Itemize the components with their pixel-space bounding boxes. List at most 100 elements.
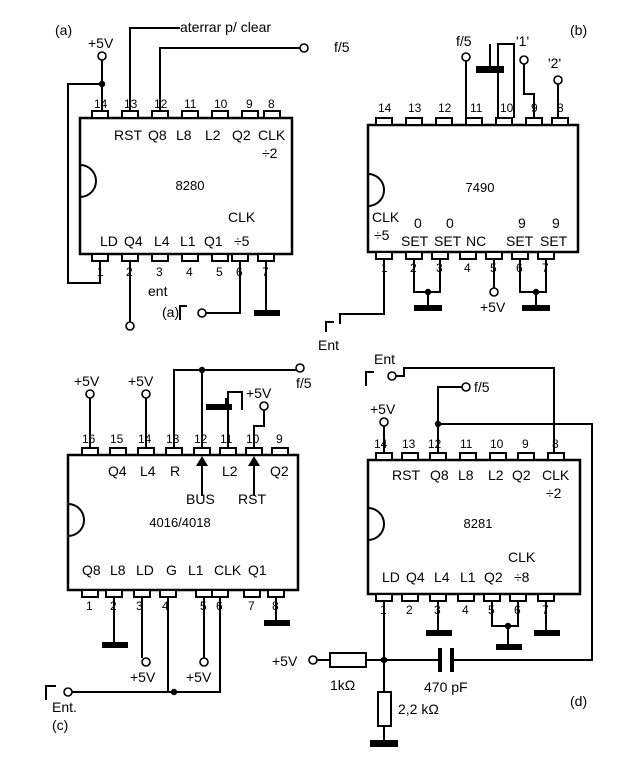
pin-function-sub: ÷2 xyxy=(262,145,278,161)
output-terminal xyxy=(461,382,471,392)
pin-function: L1 xyxy=(460,569,476,585)
pin-function: SET xyxy=(540,233,568,249)
chip-8281-name: 8281 xyxy=(464,516,493,531)
arrow-up-icon xyxy=(196,456,208,466)
pin-number: 14 xyxy=(378,101,392,115)
pin-function-sup: CLK xyxy=(508,549,536,565)
pin-function: Q2 xyxy=(484,569,503,585)
wire xyxy=(173,369,296,448)
pin-function: L1 xyxy=(188,562,204,578)
pin-number: 11 xyxy=(460,437,473,451)
output-label: f/5 xyxy=(474,379,490,395)
pin-number: 11 xyxy=(470,101,483,115)
pin-number: 7 xyxy=(248,599,255,613)
pin-function: NC xyxy=(466,233,486,249)
pin-number: 5 xyxy=(216,265,223,279)
panel-a-label: (a) xyxy=(55,22,72,38)
wire xyxy=(129,27,180,111)
pin-function-sup: 9 xyxy=(518,215,526,231)
chip-8281-body xyxy=(366,458,582,596)
pin-number: 12 xyxy=(438,101,452,115)
chip-4016-top-pads xyxy=(81,447,289,456)
pin-function: Q1 xyxy=(204,233,223,249)
pin-function: ÷8 xyxy=(514,569,530,585)
output-terminal xyxy=(299,43,309,53)
pin-function: L4 xyxy=(434,569,450,585)
chip-7490-notch xyxy=(367,173,385,207)
pin-function: G xyxy=(166,562,177,578)
pin-function: Q8 xyxy=(148,127,167,143)
vcc-label: +5V xyxy=(370,401,396,417)
input-mark: (a) xyxy=(162,304,179,320)
vcc-label: +5V xyxy=(186,669,212,685)
pin-function: L2 xyxy=(222,463,238,479)
pin-function: L4 xyxy=(140,463,156,479)
wire xyxy=(437,386,462,453)
vcc-label: +5V xyxy=(128,373,154,389)
panel-b-label: (b) xyxy=(570,22,587,38)
pin-number: 11 xyxy=(184,97,197,111)
ground-icon xyxy=(264,620,290,626)
vcc-terminal xyxy=(199,657,209,667)
pin-function: CLK xyxy=(214,562,242,578)
vcc-terminal xyxy=(97,51,107,61)
ground-icon xyxy=(522,305,550,311)
wire xyxy=(159,47,300,111)
panel-d: (d) 8281 14 13 12 11 10 9 8 1 2 3 4 5 6 … xyxy=(272,351,593,747)
chip-7490-name: 7490 xyxy=(466,180,495,195)
pin-number: 13 xyxy=(402,437,416,451)
pulse-icon xyxy=(365,371,374,386)
pin-number: 16 xyxy=(82,432,96,446)
ent-label: Ent. xyxy=(52,699,77,715)
vcc-terminal xyxy=(489,287,499,297)
pin-function: ÷5 xyxy=(234,233,250,249)
pin-number: 8 xyxy=(557,101,564,115)
vcc-terminal xyxy=(259,401,269,411)
pin-number: 4 xyxy=(186,265,193,279)
pin-function: L8 xyxy=(176,127,192,143)
capacitor-label: 470 pF xyxy=(424,679,468,695)
bus-label: BUS xyxy=(186,491,215,507)
ent-label: Ent xyxy=(374,351,395,367)
pulse-icon xyxy=(325,321,334,332)
ground-icon xyxy=(496,644,522,650)
ground-icon xyxy=(426,630,452,636)
q2-label: '2' xyxy=(548,55,561,71)
chip-4016-name: 4016/4018 xyxy=(149,515,210,530)
pin-function: RST xyxy=(114,127,142,143)
pin-number: 4 xyxy=(464,261,471,275)
pin-function: Q2 xyxy=(232,127,251,143)
vcc-label: +5V xyxy=(130,669,156,685)
pin-function: L2 xyxy=(205,127,221,143)
output-terminal xyxy=(125,321,135,331)
pin-function: Q2 xyxy=(512,467,531,483)
chip-8280-name: 8280 xyxy=(176,178,205,193)
pin-function-sub: ÷2 xyxy=(546,485,562,501)
pin-number: 12 xyxy=(428,437,442,451)
pin-function: Q4 xyxy=(108,463,127,479)
pulse-icon xyxy=(179,305,187,320)
pin-number: 3 xyxy=(156,265,163,279)
pin-number: 14 xyxy=(94,97,108,111)
panel-c-label: (c) xyxy=(52,717,68,733)
pin-function-sup: CLK xyxy=(228,209,256,225)
ground-icon xyxy=(370,740,398,747)
pin-function: L1 xyxy=(180,233,196,249)
vcc-terminal xyxy=(141,389,151,399)
pin-function: Q8 xyxy=(82,562,101,578)
pin-function: ÷5 xyxy=(374,227,390,243)
pin-number: 12 xyxy=(194,432,208,446)
pin-number: 8 xyxy=(552,437,559,451)
pulse-icon xyxy=(45,685,56,700)
panel-c: (c) 4016/4018 16 15 14 13 12 11 10 9 1 2… xyxy=(45,363,312,733)
output-terminal xyxy=(461,52,471,62)
chip-7490-body xyxy=(366,123,580,254)
chip-4016-body xyxy=(66,453,300,592)
chip-4016-notch xyxy=(67,503,85,537)
chip-8281-notch xyxy=(367,507,385,541)
pin-function: R xyxy=(170,463,180,479)
output-terminal xyxy=(553,75,563,85)
vcc-terminal xyxy=(85,389,95,399)
output-terminal xyxy=(519,55,529,65)
wire xyxy=(227,391,243,448)
